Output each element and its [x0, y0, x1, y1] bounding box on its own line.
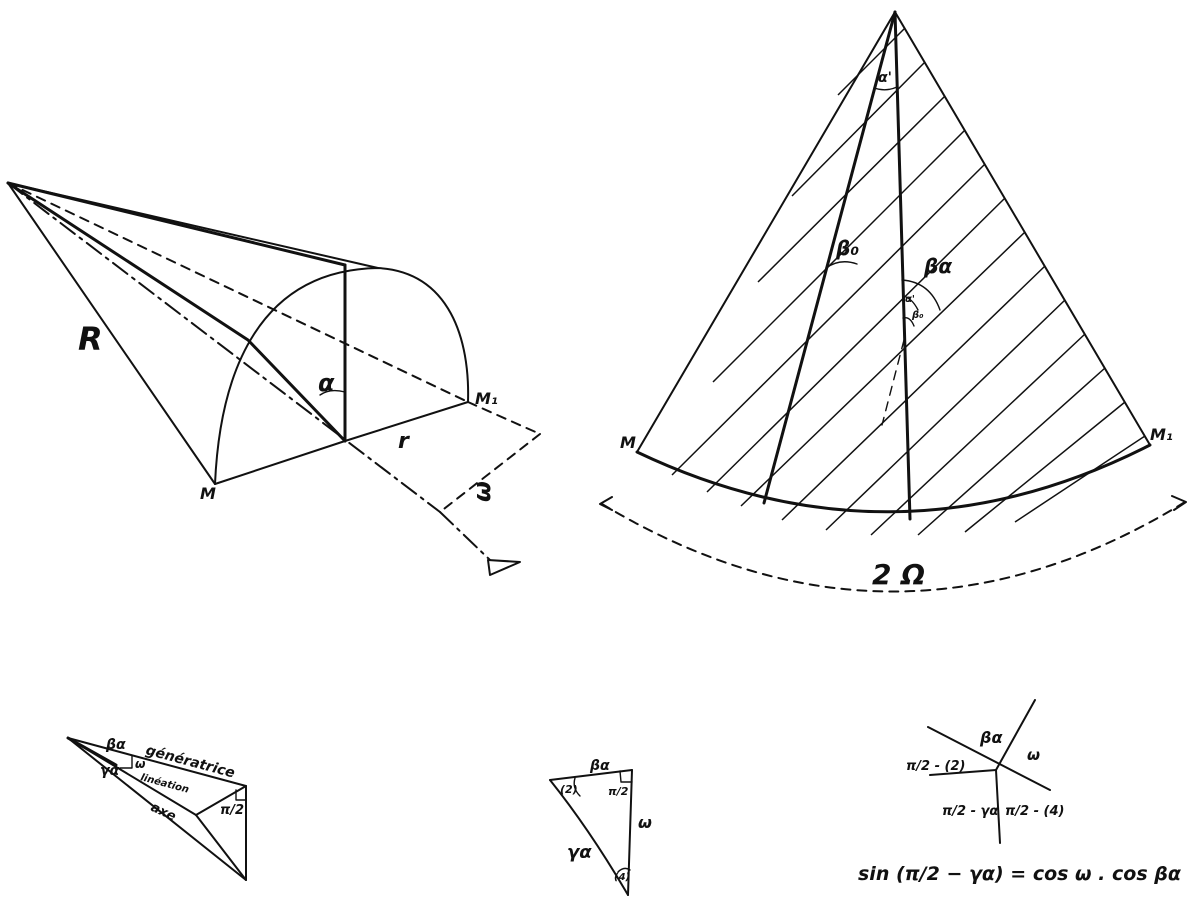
cross-pi-minus-4-label: π/2 - (4): [1005, 804, 1064, 819]
cone-upper-edge: [6, 181, 347, 267]
tri2-angle-four-arc: [617, 867, 631, 873]
beta0-label: β₀: [835, 236, 859, 260]
tri2-right-side: [627, 769, 633, 896]
two-omega-arc: [601, 501, 1186, 593]
tri1-lineation-label: linéation: [139, 771, 190, 795]
development-beta0-line: [762, 10, 897, 505]
cross-line-c: [995, 769, 1001, 844]
tri2-four-label: (4): [614, 872, 630, 883]
base-chord-right: [344, 401, 469, 442]
small-radius-label: r: [398, 429, 410, 454]
cross-line-d: [929, 769, 997, 776]
alpha-prime-arc: [873, 86, 898, 91]
tri1-axe-label: axe: [148, 800, 178, 825]
tri1-beta-label: βα: [105, 737, 126, 753]
development-dashed-helper: [881, 339, 905, 426]
small-beta-label: β₀: [911, 310, 924, 321]
tri1-bold-segment: [66, 736, 118, 767]
tri2-omega-label: ω: [638, 813, 652, 832]
cone-base-arc: [214, 267, 470, 485]
small-beta-arc: [902, 316, 915, 327]
small-alpha-label: α': [905, 294, 915, 305]
omega-label: ω: [468, 481, 496, 502]
tri2-hypotenuse: [549, 779, 629, 896]
tri1-right-angle-label: π/2: [220, 803, 244, 818]
tri2-two-label: (2): [560, 783, 578, 796]
tri2-gamma-label: γα: [567, 842, 592, 863]
sector-right-edge: [894, 11, 1151, 446]
cross-figure: βα ω π/2 - (2) π/2 - γα π/2 - (4) sin (π…: [858, 699, 1182, 885]
small-alpha-arc: [902, 295, 919, 311]
base-chord-left: [214, 440, 346, 485]
development-figure: α' β₀ βα α' β₀ M M₁ 2 Ω: [599, 10, 1187, 593]
alpha-arc: [319, 389, 346, 396]
tri1-cross: [195, 785, 247, 816]
triangle-1-figure: βα ω γα génératrice linéation axe π/2: [66, 736, 247, 881]
two-omega-arrow-left: [599, 496, 613, 511]
tri2-angle-two-arc: [573, 777, 581, 797]
cone-hidden-edge: [7, 182, 469, 403]
two-omega-arrow-right: [1171, 495, 1187, 511]
point-M-left: M: [200, 484, 216, 503]
tri2-right-angle-mark: [619, 770, 633, 783]
beta0-arc: [825, 261, 858, 269]
tri1-generatrice-line: [67, 737, 247, 787]
beta-alpha-label: βα: [923, 254, 952, 278]
tri1-omega-mark: [119, 755, 133, 769]
tri2-top-side: [549, 769, 633, 781]
alpha-label: α: [318, 369, 335, 397]
two-omega-label: 2 Ω: [872, 558, 925, 591]
tri2-beta-label: βα: [589, 758, 610, 774]
tri1-gamma-label: γα: [100, 763, 120, 779]
cross-beta-label: βα: [979, 728, 1003, 747]
tri1-right-angle-mark: [235, 789, 247, 801]
cross-omega-label: ω: [1027, 746, 1040, 764]
tri1-axe-line: [67, 737, 247, 881]
cross-line-a: [927, 726, 1051, 791]
point-M1-left: M₁: [475, 389, 498, 408]
sector-hatching: [671, 27, 1146, 536]
alpha-prime-label: α': [878, 70, 892, 86]
cone-left-edge: [7, 182, 216, 485]
cone-axis-extension: [439, 511, 491, 561]
formula-text: sin (π/2 − γα) = cos ω . cos βα: [858, 863, 1182, 885]
tri1-omega-label: ω: [135, 757, 146, 771]
triangle-2-figure: βα (2) π/2 ω γα (4): [549, 758, 652, 896]
cross-line-b: [995, 699, 1036, 771]
tri1-inner-link: [195, 814, 247, 881]
cone-figure: R r α ω M M₁: [6, 181, 541, 576]
cross-pi-minus-gamma-label: π/2 - γα: [942, 804, 998, 819]
sector-left-edge: [636, 11, 896, 453]
point-M-right: M: [620, 433, 636, 452]
cross-pi-minus-2-label: π/2 - (2): [906, 759, 965, 774]
cone-axis-line: [7, 182, 441, 513]
development-center-line: [893, 10, 912, 521]
omega-dim-top: [467, 401, 541, 435]
beta-alpha-arc: [901, 279, 941, 311]
radius-R-label: R: [78, 320, 103, 358]
viewer-eye-icon: [487, 559, 521, 576]
omega-dim-side: [439, 433, 541, 513]
cone-lineation-line: [6, 181, 347, 443]
tri2-right-angle-label: π/2: [608, 785, 629, 798]
sector-arc: [635, 443, 1152, 514]
point-M1-right: M₁: [1150, 425, 1173, 444]
